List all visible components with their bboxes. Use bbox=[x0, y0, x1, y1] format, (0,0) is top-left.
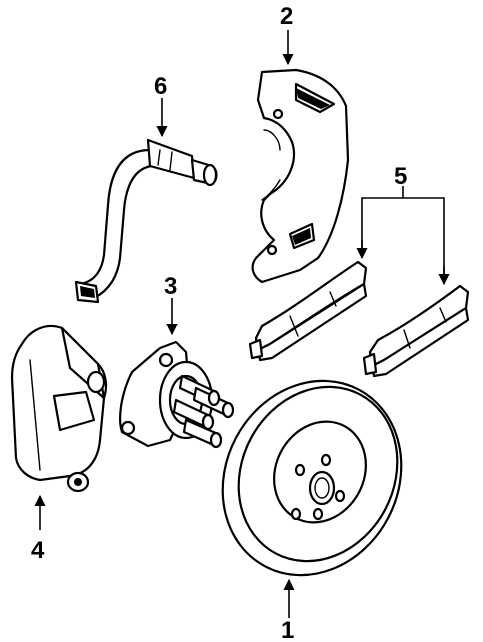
callout-6: 6 bbox=[154, 73, 167, 100]
callout-5: 5 bbox=[394, 163, 407, 190]
callout-3: 3 bbox=[164, 273, 177, 300]
hub-bearing bbox=[119, 340, 235, 449]
brake-caliper bbox=[10, 324, 108, 493]
callout-2: 2 bbox=[280, 3, 293, 30]
brake-rotor bbox=[221, 379, 403, 577]
callout-1: 1 bbox=[281, 617, 294, 642]
brake-pad-right bbox=[362, 284, 470, 378]
brake-hose bbox=[74, 138, 218, 304]
leader-lines bbox=[34, 30, 450, 618]
brake-pad-left bbox=[248, 260, 368, 362]
callout-4: 4 bbox=[31, 537, 45, 564]
splash-shield bbox=[251, 68, 350, 284]
